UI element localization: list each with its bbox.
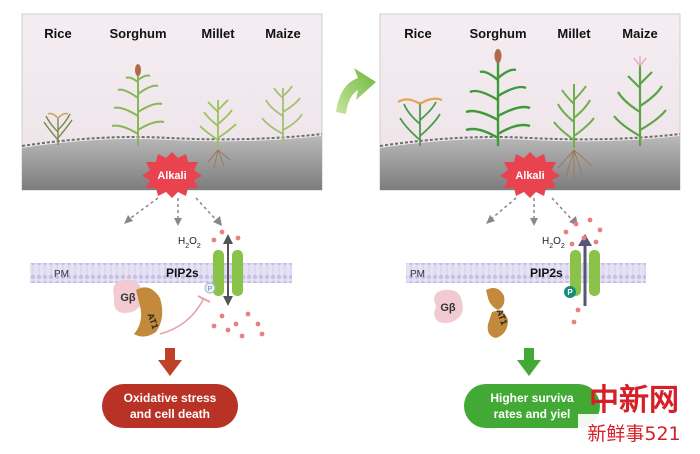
left-inhibition-line xyxy=(159,297,205,335)
right-field-panel: Rice Sorghum Millet Maize xyxy=(379,13,681,198)
left-outcome-line2: and cell death xyxy=(130,407,210,421)
right-maize-plant-icon xyxy=(613,66,667,146)
right-sorghum-plant-icon xyxy=(465,58,531,146)
right-gbeta-protein xyxy=(434,289,463,323)
left-phospho-label: P xyxy=(208,286,213,293)
right-outcome-line2: rates and yiel xyxy=(494,407,571,421)
right-pip2s-label: PIP2s xyxy=(530,266,563,280)
right-signal-arrowheads xyxy=(486,215,578,226)
right-at1-fragment-bottom xyxy=(487,311,508,338)
left-pip2-channel-right xyxy=(232,250,243,296)
left-inhibition-bar xyxy=(197,295,211,303)
right-pm-label: PM xyxy=(410,269,425,280)
right-soil-surface xyxy=(379,133,681,147)
left-signal-arrowheads xyxy=(124,215,222,226)
right-pip2-channel-left xyxy=(570,250,581,296)
right-millet-plant-icon xyxy=(553,84,595,148)
left-signal-arrows xyxy=(127,197,219,223)
left-flux-up-arrowhead xyxy=(223,234,233,244)
watermark-logo-text: 中新网 xyxy=(589,383,679,418)
left-outcome-box xyxy=(102,384,238,428)
left-plasma-membrane xyxy=(30,263,292,283)
left-soil-surface xyxy=(21,133,323,147)
right-millet-roots-icon xyxy=(557,149,593,180)
right-phospho-site xyxy=(564,286,576,298)
left-membrane-scene: PM PIP2s H2O2 P Gβ AT1 Ox xyxy=(30,229,292,428)
left-outcome-arrowhead xyxy=(158,360,182,376)
transition-arrow-icon xyxy=(336,68,376,114)
right-pip2-channel-right xyxy=(589,250,600,296)
left-rice-plant-icon xyxy=(43,112,73,145)
left-crop-label-rice: Rice xyxy=(44,26,71,41)
left-h2o2-molecules xyxy=(211,229,265,339)
right-crop-label-millet: Millet xyxy=(557,26,591,41)
left-maize-plant-icon xyxy=(261,85,303,146)
right-phospho-label: P xyxy=(567,288,573,297)
left-alkali-label: Alkali xyxy=(157,170,186,182)
right-crop-label-rice: Rice xyxy=(404,26,431,41)
right-membrane-scene: PM PIP2s H2O2 P Gβ AT1 Higher surviva ra… xyxy=(406,217,646,428)
left-sorghum-plant-icon xyxy=(111,72,165,146)
left-gbeta-label: Gβ xyxy=(120,292,136,304)
right-crop-label-sorghum: Sorghum xyxy=(469,26,526,41)
right-gbeta-label: Gβ xyxy=(440,302,456,314)
left-pip2s-label: PIP2s xyxy=(166,266,199,280)
right-sorghum-head-icon xyxy=(494,49,502,63)
right-alkali-burst xyxy=(500,152,560,198)
left-crop-label-maize: Maize xyxy=(265,26,300,41)
left-sorghum-head-icon xyxy=(135,64,141,76)
right-alkali-label: Alkali xyxy=(515,170,544,182)
left-flux-down-arrowhead xyxy=(223,296,233,306)
left-outcome-line1: Oxidative stress xyxy=(124,391,217,405)
left-millet-plant-icon xyxy=(199,99,237,148)
right-outcome-line1: Higher surviva xyxy=(490,391,574,405)
left-outcome-arrow-shaft xyxy=(165,348,175,362)
right-rice-plant-icon xyxy=(399,101,441,146)
left-gbeta-protein xyxy=(113,279,143,313)
left-crop-label-sorghum: Sorghum xyxy=(109,26,166,41)
right-rice-grain-icon xyxy=(397,97,443,105)
right-maize-tassel-icon xyxy=(633,56,647,67)
left-at1-protein xyxy=(134,287,163,337)
watermark-sub-text: 新鲜事521 xyxy=(587,423,680,445)
watermark: 中新网 新鲜事521 xyxy=(578,383,690,446)
right-at1-fragment-top xyxy=(486,288,505,310)
left-millet-roots-icon xyxy=(207,149,231,169)
left-phospho-site xyxy=(204,282,216,294)
right-h2o2-label: H2O2 xyxy=(542,236,565,250)
left-alkali-burst xyxy=(142,152,202,198)
right-outcome-box xyxy=(464,384,600,428)
right-plasma-membrane xyxy=(406,263,646,283)
left-pip2-channel-left xyxy=(213,250,224,296)
right-outcome-arrow-shaft xyxy=(524,348,534,362)
left-h2o2-label: H2O2 xyxy=(178,236,201,250)
right-crop-label-maize: Maize xyxy=(622,26,657,41)
left-crop-label-millet: Millet xyxy=(201,26,235,41)
right-h2o2-molecules xyxy=(563,217,603,325)
right-outcome-arrowhead xyxy=(517,360,541,376)
left-pm-label: PM xyxy=(54,269,69,280)
left-field-panel: Rice Sorghum Millet Maize xyxy=(21,13,323,198)
watermark-backplate xyxy=(578,414,690,446)
